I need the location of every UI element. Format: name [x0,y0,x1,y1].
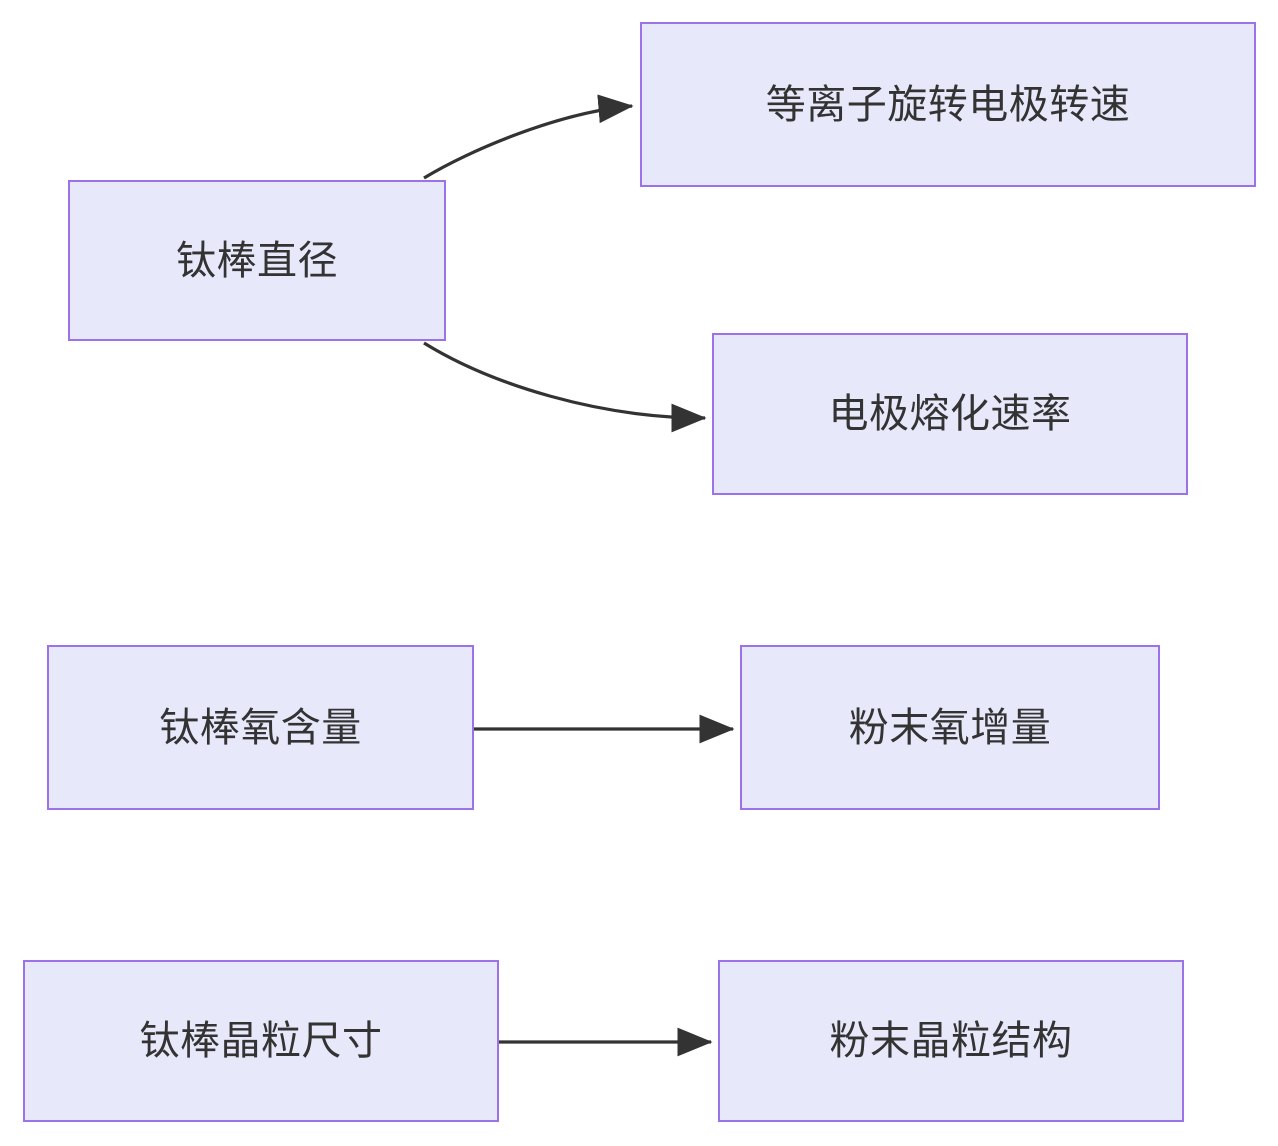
node-label: 钛棒直径 [176,238,338,283]
edge-rod-diameter-to-melt-rate [423,341,707,433]
node-powder-oxygen[interactable]: 粉末氧增量 [740,645,1160,810]
node-label: 钛棒晶粒尺寸 [139,1019,383,1063]
node-rod-diameter[interactable]: 钛棒直径 [68,180,446,341]
edge-rod-diameter-to-plasma-speed [423,94,634,180]
node-label: 钛棒氧含量 [159,705,362,750]
node-label: 粉末晶粒结构 [829,1019,1073,1063]
node-melt-rate[interactable]: 电极熔化速率 [712,333,1188,495]
node-label: 粉末氧增量 [848,705,1052,750]
node-rod-grain-size[interactable]: 钛棒晶粒尺寸 [23,960,499,1122]
node-rod-oxygen[interactable]: 钛棒氧含量 [47,645,474,810]
node-plasma-speed[interactable]: 等离子旋转电极转速 [640,22,1256,187]
node-label: 电极熔化速率 [828,392,1072,436]
node-label: 等离子旋转电极转速 [765,82,1131,127]
node-powder-grain-structure[interactable]: 粉末晶粒结构 [718,960,1184,1122]
